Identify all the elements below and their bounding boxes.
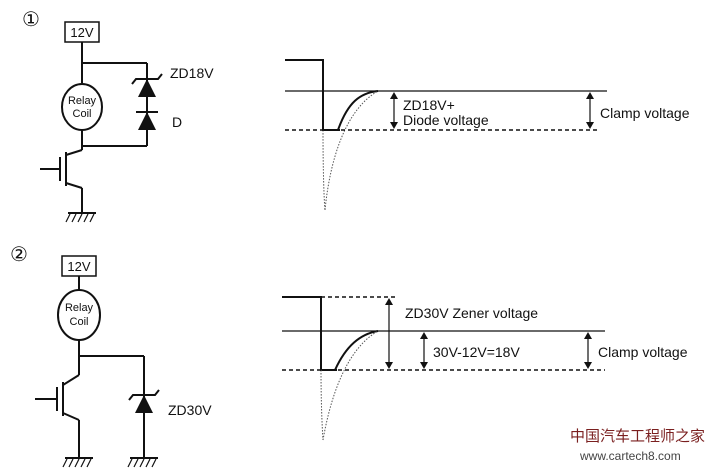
- waveform-1-trace: [285, 59, 340, 131]
- zd18v-diode-label-line2: Diode voltage: [403, 112, 489, 128]
- waveform-1-recovery: [337, 90, 379, 131]
- zener-diode-2: [128, 389, 160, 413]
- relay-coil-1: [61, 83, 103, 131]
- arrow-zd18v-1: [390, 92, 398, 129]
- transistor-2-source: [62, 412, 80, 421]
- transistor-2-drain: [62, 374, 80, 386]
- waveform-2-spike-unclamped: [320, 369, 324, 441]
- diode-label-1: D: [172, 114, 182, 130]
- relay-coil-2: [57, 289, 101, 341]
- supply-label-2: 12V: [67, 259, 90, 274]
- ground-icon-2b: [127, 457, 158, 468]
- zener-1-bar: [131, 73, 163, 85]
- waveform-2: ZD30V Zener voltage 30V-12V=18V Clamp vo…: [282, 296, 688, 441]
- clamp-label-1: Clamp voltage: [600, 105, 690, 121]
- transistor-1-drain: [65, 149, 83, 156]
- watermark-line1: 中国汽车工程师之家: [570, 428, 705, 445]
- zener-1-body: [138, 79, 156, 97]
- zener-label-2: ZD30V: [168, 402, 212, 418]
- transistor-2: [35, 374, 80, 458]
- coil-label-2-line1: Relay: [65, 302, 94, 314]
- circuit-1-marker: ①: [22, 9, 40, 31]
- coil-label-1-line2: Coil: [73, 108, 92, 120]
- zener-2-bar: [128, 389, 160, 401]
- circuit-2: ② 12V Relay Coil ZD30V: [10, 244, 212, 468]
- arrow-clamp-2: [584, 332, 592, 369]
- zener-diode-1: [131, 73, 163, 97]
- ground-icon-1: [65, 212, 96, 223]
- diode-1-body: [138, 112, 156, 130]
- circuit-1: ① 12V Relay Coil ZD18V D: [22, 9, 214, 223]
- waveform-2-recovery: [334, 330, 379, 371]
- diode-d-1: [136, 111, 158, 130]
- supply-label-1: 12V: [70, 25, 93, 40]
- coil-label-2-line2: Coil: [70, 316, 89, 328]
- arrow-clamp-1: [586, 92, 594, 129]
- zd18v-diode-label-line1: ZD18V+: [403, 97, 455, 113]
- transistor-1-source: [65, 182, 83, 189]
- zener-voltage-label-2: ZD30V Zener voltage: [405, 305, 538, 321]
- waveform-1: ZD18V+ Diode voltage Clamp voltage: [285, 59, 690, 211]
- ground-icon-2a: [62, 457, 93, 468]
- watermark-line2: www.cartech8.com: [579, 449, 681, 463]
- zener-label-1: ZD18V: [170, 65, 214, 81]
- waveform-2-trace: [282, 296, 337, 371]
- circuit-2-marker: ②: [10, 244, 28, 266]
- waveform-1-spike-unclamped: [322, 129, 326, 211]
- clamp-label-2: Clamp voltage: [598, 344, 688, 360]
- zener-2-body: [135, 395, 153, 413]
- waveform-1-spike-return: [324, 90, 379, 211]
- arrow-difference-2: [420, 332, 428, 369]
- difference-label-2: 30V-12V=18V: [433, 344, 520, 360]
- arrow-zener-voltage-2: [385, 298, 393, 369]
- transistor-1: [40, 149, 83, 213]
- coil-label-1-line1: Relay: [68, 95, 97, 107]
